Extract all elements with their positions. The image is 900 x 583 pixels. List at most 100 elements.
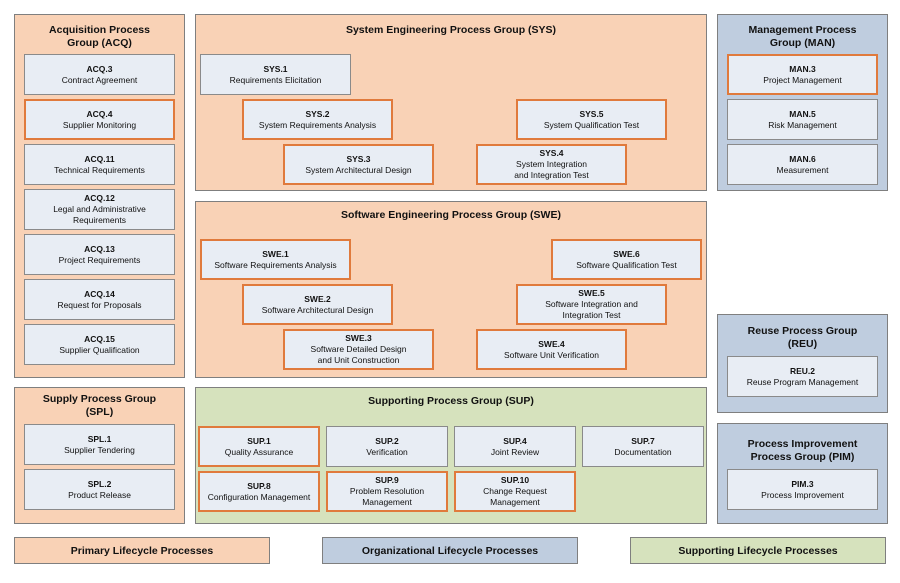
group-acq-title: Acquisition Process Group (ACQ) — [49, 24, 150, 49]
process-name: Quality Assurance — [224, 446, 294, 457]
process-id: REU.2 — [789, 365, 816, 376]
process-id: SUP.7 — [631, 435, 655, 446]
process-id: SYS.2 — [305, 108, 330, 119]
process-name: Documentation — [614, 446, 672, 457]
process-name: Supplier Tendering — [64, 444, 135, 455]
process-name: Risk Management — [768, 119, 837, 130]
process-name: Legal and Administrative Requirements — [53, 204, 146, 225]
process-id: SYS.4 — [539, 148, 564, 158]
process-name: System Integration and Integration Test — [514, 159, 589, 180]
process-id: SPL.2 — [87, 478, 112, 489]
process-name: Change Request Management — [483, 486, 547, 507]
process-id: SYS.1 — [263, 63, 288, 74]
process-name: Contract Agreement — [61, 74, 138, 85]
process-id: ACQ.12 — [84, 193, 115, 203]
process-name: Software Qualification Test — [576, 259, 677, 270]
group-swe-title: Software Engineering Process Group (SWE) — [341, 209, 561, 221]
process-id: ACQ.13 — [84, 243, 115, 254]
process-name: Technical Requirements — [54, 164, 145, 175]
group-spl-title: Supply Process Group (SPL) — [42, 393, 157, 418]
process-id: SWE.2 — [304, 293, 331, 304]
group-man-title: Management Process Group (MAN) — [748, 24, 857, 49]
process-name: Verification — [366, 446, 408, 457]
process-id: MAN.5 — [789, 108, 816, 119]
process-id: ACQ.14 — [84, 288, 115, 299]
process-id: SPL.1 — [87, 433, 112, 444]
process-name: Configuration Management — [207, 491, 311, 502]
process-name: Software Requirements Analysis — [214, 259, 337, 270]
process-id: SWE.6 — [613, 248, 640, 259]
process-id: SUP.4 — [503, 435, 527, 446]
process-id: SUP.9 — [375, 475, 399, 485]
process-name: Software Architectural Design — [261, 304, 374, 315]
process-name: Software Unit Verification — [504, 349, 599, 360]
process-id: SUP.8 — [247, 480, 271, 491]
process-name: Request for Proposals — [57, 299, 142, 310]
process-id: ACQ.3 — [86, 63, 113, 74]
process-id: SUP.2 — [375, 435, 399, 446]
process-id: SWE.5 — [578, 288, 605, 298]
process-name: Reuse Program Management — [746, 376, 859, 387]
process-name: Process Improvement — [761, 489, 844, 500]
process-name: Joint Review — [490, 446, 540, 457]
process-id: ACQ.4 — [86, 108, 113, 119]
process-id: MAN.3 — [789, 63, 816, 74]
group-reu-title: Reuse Process Group (REU) — [747, 325, 858, 350]
group-sys-title: System Engineering Process Group (SYS) — [345, 24, 557, 36]
legend-organizational: Organizational Lifecycle Processes — [322, 537, 578, 564]
process-name: Supplier Monitoring — [62, 119, 137, 130]
process-id: SYS.5 — [579, 108, 604, 119]
process-id: SWE.4 — [538, 338, 565, 349]
process-name: Measurement — [776, 164, 829, 175]
process-id: PIM.3 — [791, 478, 814, 489]
legend-primary: Primary Lifecycle Processes — [14, 537, 270, 564]
process-name: System Architectural Design — [305, 164, 412, 175]
legend-supporting: Supporting Lifecycle Processes — [630, 537, 886, 564]
process-id: ACQ.15 — [84, 333, 115, 344]
process-name: Problem Resolution Management — [349, 486, 425, 507]
process-name: System Requirements Analysis — [258, 119, 377, 130]
group-pim-title: Process Improvement Process Group (PIM) — [747, 438, 858, 463]
process-name: Software Integration and Integration Tes… — [545, 299, 638, 320]
process-name: Software Detailed Design and Unit Constr… — [310, 344, 407, 365]
process-name: Product Release — [68, 489, 131, 500]
group-sup-title: Supporting Process Group (SUP) — [368, 395, 534, 407]
process-id: SWE.3 — [345, 333, 372, 343]
process-name: Requirements Elicitation — [229, 74, 322, 85]
process-id: SYS.3 — [346, 153, 371, 164]
process-name: Project Requirements — [58, 254, 141, 265]
process-name: Project Management — [763, 74, 842, 85]
process-id: SWE.1 — [262, 248, 289, 259]
process-id: SUP.1 — [247, 435, 271, 446]
process-id: MAN.6 — [789, 153, 816, 164]
